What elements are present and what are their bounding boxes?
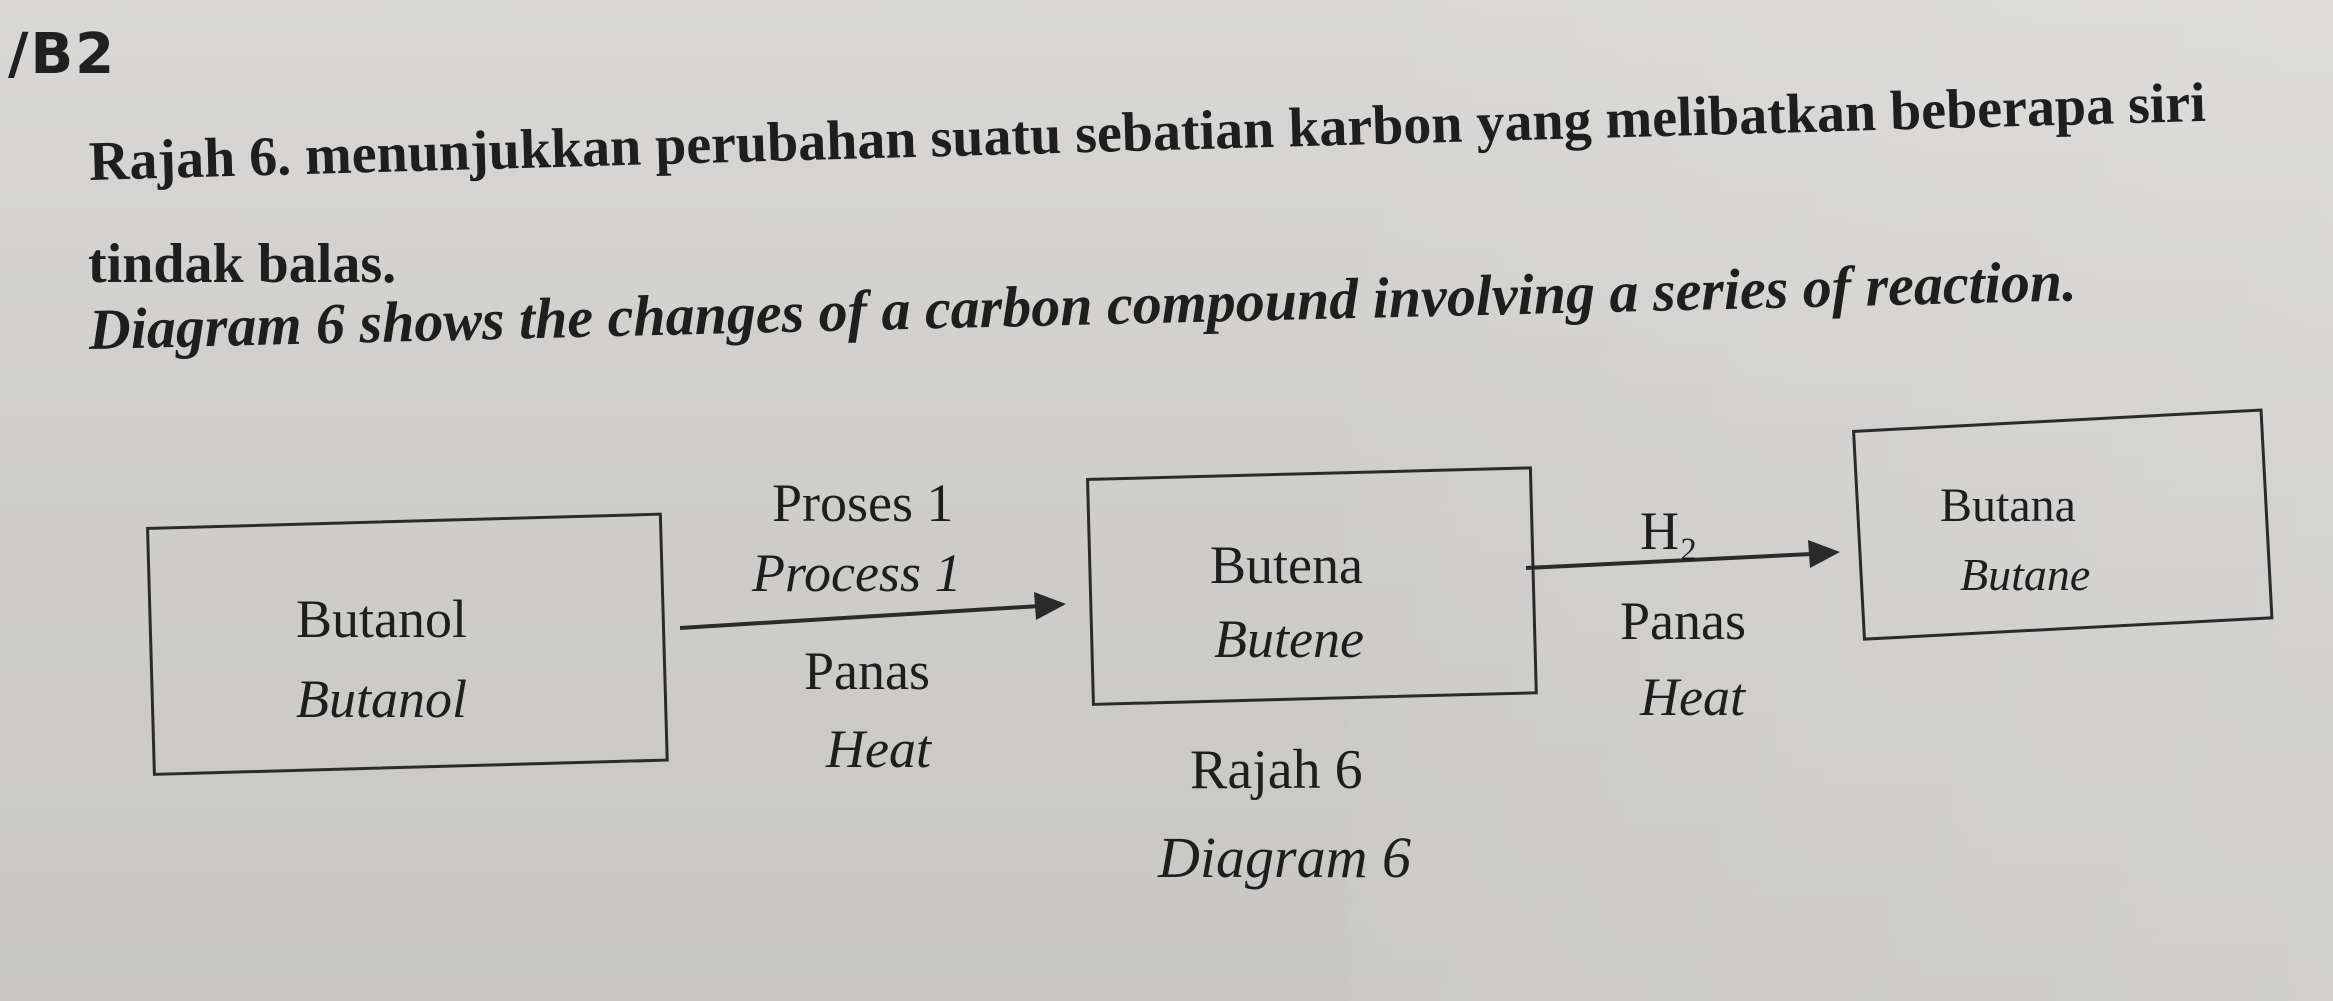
butanol-label-malay: Butanol bbox=[296, 589, 467, 649]
process-1-label-malay: Proses 1 bbox=[772, 473, 954, 533]
butene-label-english: Butene bbox=[1214, 609, 1364, 669]
butene-label-malay: Butena bbox=[1210, 535, 1363, 595]
arrow-process-1-head bbox=[1034, 592, 1066, 620]
reagent-hydrogen-label: H₂ bbox=[1640, 501, 1698, 561]
process-1-condition-malay: Panas bbox=[804, 641, 930, 701]
handwritten-question-number: /B2 bbox=[8, 22, 117, 87]
butanol-label-english: Butanol bbox=[296, 669, 467, 729]
photo-glare bbox=[1350, 0, 2333, 1001]
butane-label-malay: Butana bbox=[1940, 479, 2076, 532]
question-text-malay-line-2: tindak balas. bbox=[88, 233, 397, 295]
butane-label-english: Butane bbox=[1960, 549, 2091, 600]
step-2-condition-malay: Panas bbox=[1620, 591, 1746, 651]
arrow-process-1-line bbox=[679, 604, 1041, 630]
process-1-condition-english: Heat bbox=[826, 719, 931, 779]
diagram-caption-english: Diagram 6 bbox=[1158, 825, 1411, 890]
diagram-caption-malay: Rajah 6 bbox=[1190, 739, 1363, 801]
process-1-label-english: Process 1 bbox=[752, 543, 962, 603]
step-2-condition-english: Heat bbox=[1640, 667, 1745, 727]
